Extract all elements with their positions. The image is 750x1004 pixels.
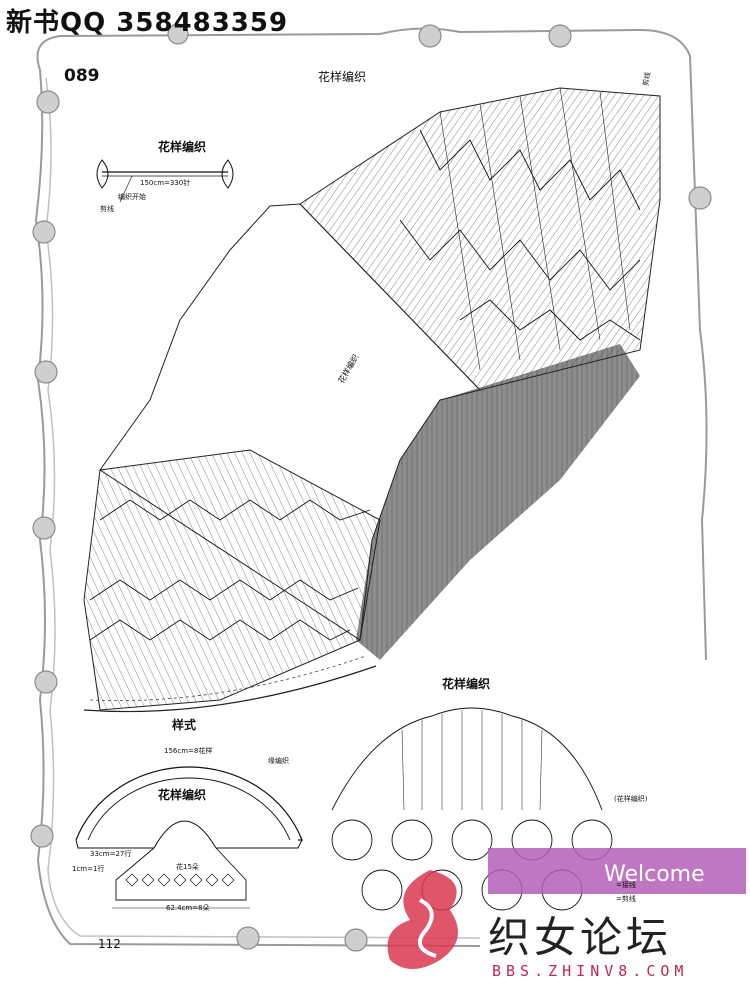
- legend-cut: =剪线: [616, 895, 636, 903]
- watermark-forum-name: 织女论坛: [488, 913, 673, 962]
- style-arc-label: 156cm=8花样: [164, 747, 213, 755]
- mini-measure-label: 150cm=330针: [140, 179, 191, 187]
- top-banner: 新书QQ 358483359: [6, 8, 289, 38]
- upper-wedge: [299, 87, 661, 391]
- border-diagram-note: (花样编织): [614, 795, 648, 803]
- fan-outline: [99, 203, 481, 641]
- style-border-label: 缘编织: [268, 757, 289, 765]
- watermark-band: [488, 848, 746, 894]
- border-diagram-title: 花样编织: [442, 677, 491, 691]
- legend-join: =接线: [616, 881, 636, 889]
- mini-cut-label: 剪线: [100, 205, 114, 213]
- mini-start-label: 编织开始: [118, 193, 146, 201]
- watermark-url: BBS.ZHINV8.COM: [492, 962, 689, 980]
- lower-wedge: [83, 449, 381, 711]
- style-title: 样式: [172, 718, 197, 732]
- style-pattern-title: 花样编织: [158, 788, 207, 802]
- mini-scarf-diagram: [96, 159, 234, 203]
- style-width-label: 33cm=27行: [90, 850, 132, 858]
- pattern-number: 089: [64, 66, 100, 86]
- main-title: 花样编织: [318, 70, 367, 84]
- style-bottom-label: 62.4cm=8朵: [166, 904, 210, 912]
- forum-logo: [387, 870, 458, 969]
- mini-diagram-title: 花样编织: [158, 140, 207, 154]
- watermark-welcome: Welcome: [604, 862, 705, 887]
- style-schematic: [75, 766, 303, 909]
- style-depth-label: 1cm=1行: [72, 865, 105, 873]
- page-number: 112: [98, 937, 121, 951]
- style-flowers-label: 花15朵: [176, 863, 199, 871]
